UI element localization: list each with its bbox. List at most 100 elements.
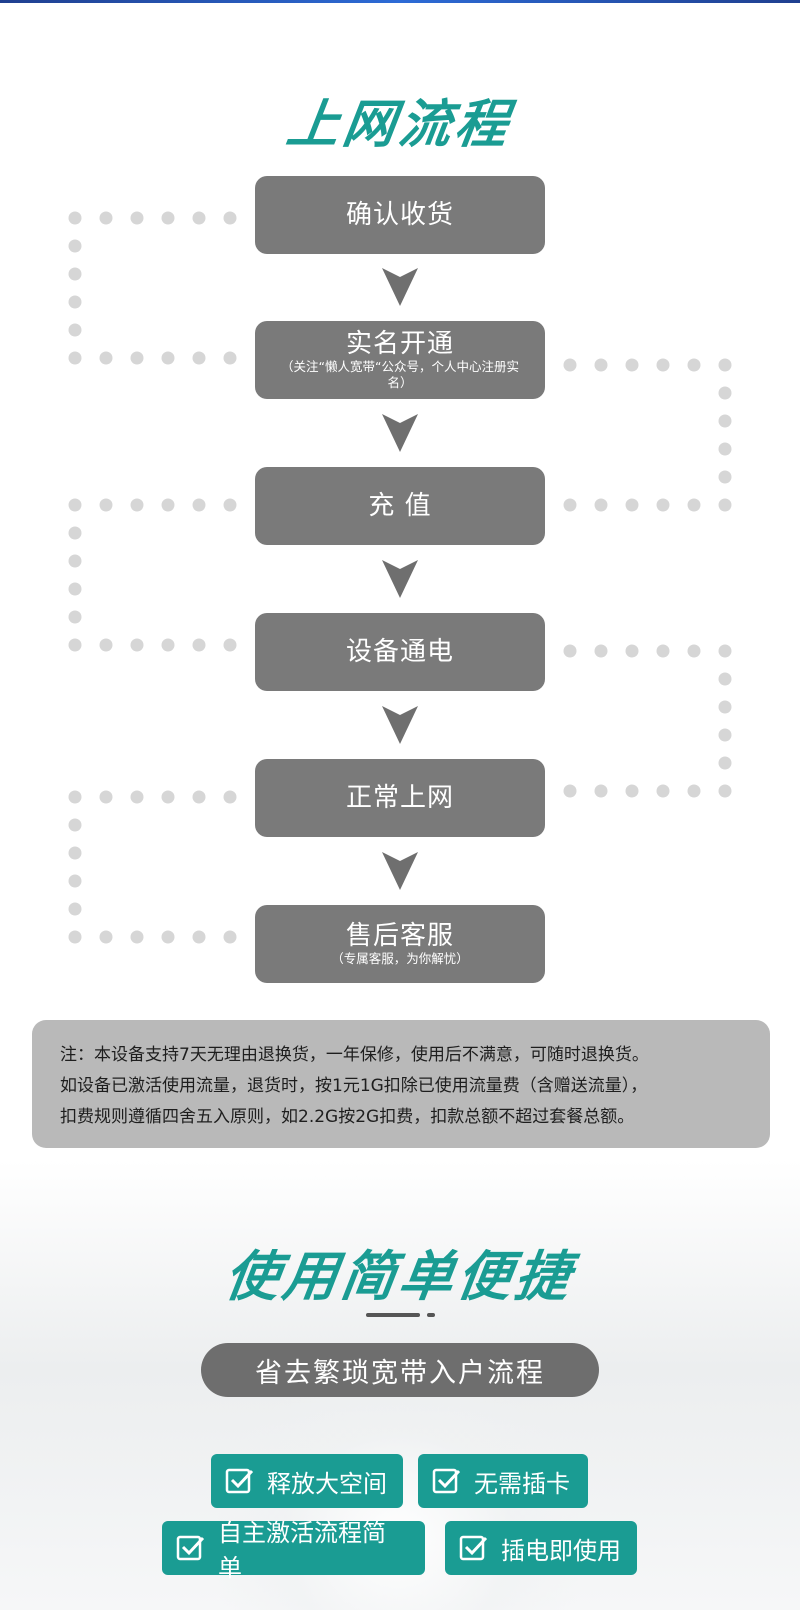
connector-dot	[656, 784, 670, 798]
flow-step-after-sales: 售后客服 （专属客服，为你解忧）	[255, 905, 545, 983]
connector-dot	[99, 930, 113, 944]
connector-dot	[223, 790, 237, 804]
connector-dot	[192, 790, 206, 804]
connector-dot	[687, 644, 701, 658]
connector-dot	[718, 358, 732, 372]
connector-dot	[625, 784, 639, 798]
connector-dot	[687, 358, 701, 372]
feature-label: 释放大空间	[267, 1469, 387, 1498]
connector-dot	[130, 790, 144, 804]
step-label: 充 值	[368, 491, 432, 521]
connector-dot	[68, 351, 82, 365]
connector-dot	[718, 498, 732, 512]
connector-dot	[161, 790, 175, 804]
connector-dot	[161, 638, 175, 652]
connector-dot	[68, 930, 82, 944]
connector-dot	[563, 358, 577, 372]
arrow-down-icon	[382, 852, 418, 890]
connector-dot	[68, 610, 82, 624]
connector-dot	[130, 211, 144, 225]
connector-dot	[192, 930, 206, 944]
connector-dot	[99, 351, 113, 365]
connector-dot	[68, 267, 82, 281]
connector-dot	[130, 498, 144, 512]
connector-dot	[68, 211, 82, 225]
feature-tag: 自主激活流程简单	[162, 1519, 425, 1582]
connector-dot	[625, 358, 639, 372]
connector-dot	[68, 526, 82, 540]
connector-dot	[718, 386, 732, 400]
arrow-down-icon	[382, 560, 418, 598]
top-accent-bar	[0, 0, 800, 3]
connector-dot	[99, 638, 113, 652]
connector-dot	[99, 211, 113, 225]
connector-dot	[718, 644, 732, 658]
connector-dot	[161, 930, 175, 944]
step-label: 确认收货	[345, 200, 454, 230]
step-label: 正常上网	[345, 783, 454, 813]
connector-dot	[68, 582, 82, 596]
connector-dot	[718, 756, 732, 770]
connector-dot	[68, 638, 82, 652]
connector-dot	[687, 498, 701, 512]
connector-dot	[223, 351, 237, 365]
connector-dot	[68, 790, 82, 804]
connector-dot	[594, 358, 608, 372]
checkbox-checked-icon	[432, 1468, 461, 1494]
title-divider-dot	[427, 1313, 435, 1317]
connector-dot	[99, 790, 113, 804]
connector-dot	[656, 498, 670, 512]
feature-tag: 无需插卡	[418, 1454, 588, 1508]
connector-dot	[223, 638, 237, 652]
connector-dot	[192, 351, 206, 365]
step-label: 设备通电	[345, 637, 454, 667]
connector-dot	[68, 498, 82, 512]
flow-step-confirm: 确认收货	[255, 176, 545, 254]
feature-label: 自主激活流程简单	[218, 1519, 386, 1582]
checkbox-checked-icon	[176, 1535, 205, 1561]
connector-dot	[563, 644, 577, 658]
page-title: 上网流程	[282, 95, 516, 155]
connector-dot	[68, 323, 82, 337]
notice-box: 注：本设备支持7天无理由退换货，一年保修，使用后不满意，可随时退换货。 如设备已…	[32, 1020, 770, 1148]
connector-dot	[594, 784, 608, 798]
connector-dot	[718, 442, 732, 456]
connector-dot	[130, 930, 144, 944]
arrow-down-icon	[382, 414, 418, 452]
flow-step-recharge: 充 值	[255, 467, 545, 545]
step-label: 售后客服	[345, 921, 454, 951]
connector-dot	[594, 644, 608, 658]
arrow-down-icon	[382, 268, 418, 306]
connector-dot	[563, 498, 577, 512]
notice-line: 注：本设备支持7天无理由退换货，一年保修，使用后不满意，可随时退换货。	[60, 1045, 649, 1065]
connector-dot	[192, 638, 206, 652]
connector-dot	[161, 498, 175, 512]
connector-dot	[223, 498, 237, 512]
checkbox-checked-icon	[225, 1468, 254, 1494]
notice-line: 扣费规则遵循四舍五入原则，如2.2G按2G扣费，扣款总额不超过套餐总额。	[60, 1107, 635, 1127]
arrow-down-icon	[382, 706, 418, 744]
feature-label: 无需插卡	[474, 1469, 570, 1498]
connector-dot	[68, 295, 82, 309]
connector-dot	[718, 672, 732, 686]
feature-tag: 释放大空间	[211, 1454, 403, 1508]
connector-dot	[130, 638, 144, 652]
connector-dot	[718, 728, 732, 742]
flow-step-realname: 实名开通 （关注“懒人宽带“公众号，个人中心注册实名）	[255, 321, 545, 399]
connector-dot	[563, 784, 577, 798]
connector-dot	[718, 784, 732, 798]
step-label: 实名开通	[345, 329, 454, 359]
connector-dot	[718, 470, 732, 484]
step-note: （关注“懒人宽带“公众号，个人中心注册实名）	[281, 359, 519, 390]
connector-dot	[68, 846, 82, 860]
connector-dot	[68, 554, 82, 568]
connector-dot	[68, 239, 82, 253]
title-divider	[366, 1313, 420, 1317]
connector-dot	[68, 902, 82, 916]
connector-dot	[68, 874, 82, 888]
section-title: 使用简单便捷	[220, 1245, 578, 1308]
connector-dot	[161, 211, 175, 225]
checkbox-checked-icon	[459, 1535, 488, 1561]
connector-dot	[656, 644, 670, 658]
connector-dot	[223, 211, 237, 225]
